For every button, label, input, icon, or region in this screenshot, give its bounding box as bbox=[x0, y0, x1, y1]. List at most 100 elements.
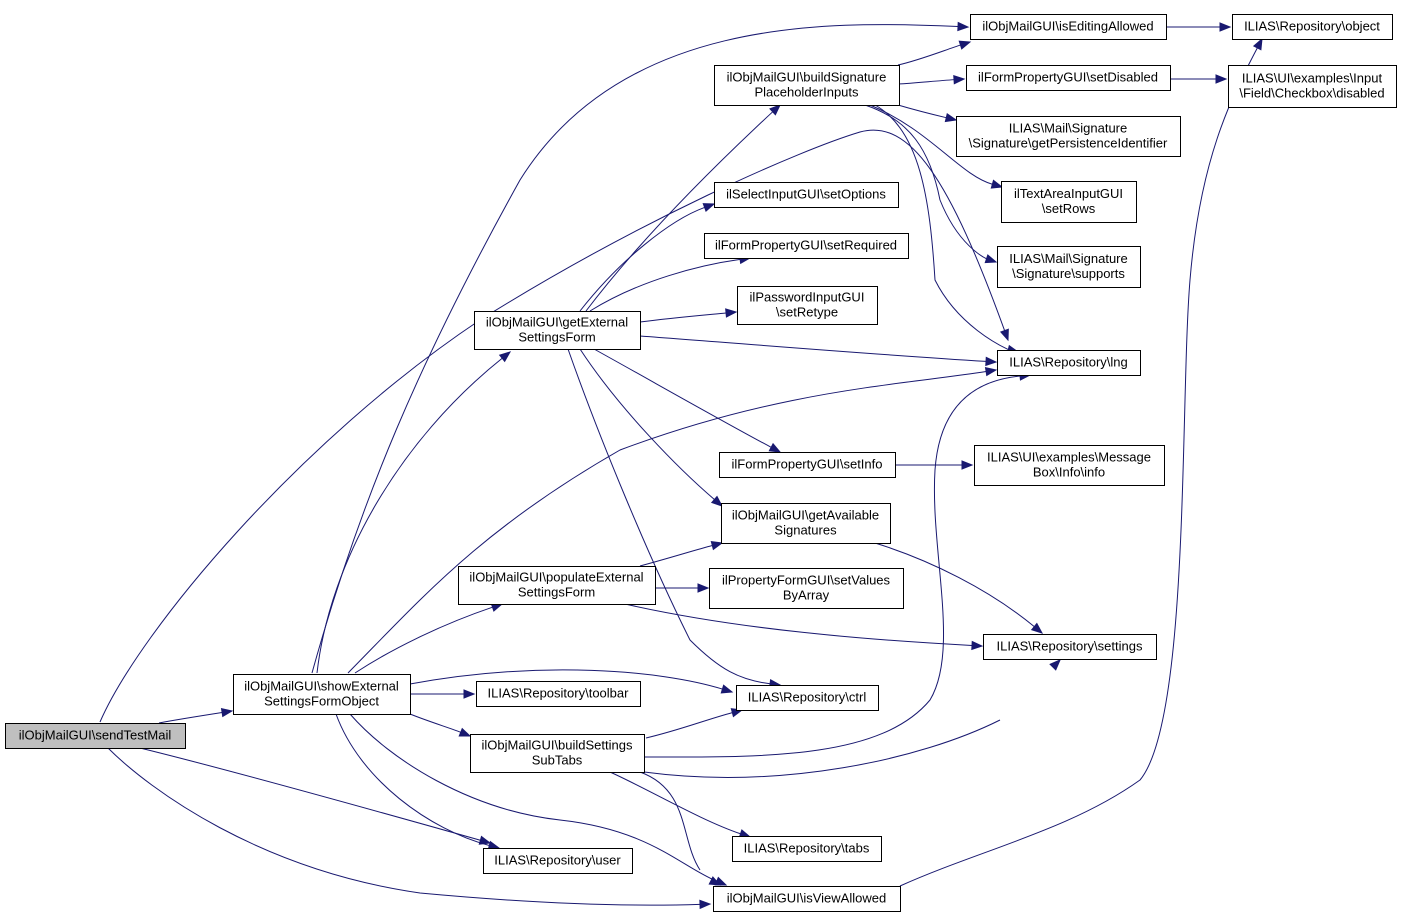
node-showExt[interactable]: ilObjMailGUI\showExternalSettingsFormObj… bbox=[233, 674, 411, 715]
node-box[interactable] bbox=[721, 503, 891, 544]
node-label: ilObjMailGUI\isEditingAllowed bbox=[982, 19, 1153, 34]
node-box[interactable] bbox=[970, 14, 1167, 40]
node-box[interactable] bbox=[1232, 14, 1393, 40]
node-box[interactable] bbox=[997, 350, 1141, 376]
node-lng[interactable]: ILIAS\Repository\lng bbox=[997, 350, 1141, 376]
edge-line bbox=[624, 603, 973, 646]
edge-isEditing-to-repoObject bbox=[1166, 22, 1232, 32]
node-repoObject[interactable]: ILIAS\Repository\object bbox=[1232, 14, 1393, 40]
edge-showExt-to-populate bbox=[354, 602, 504, 674]
node-label: ILIAS\Repository\settings bbox=[997, 639, 1143, 654]
node-label: SettingsForm bbox=[518, 585, 595, 600]
node-label: \Signature\supports bbox=[1012, 266, 1125, 281]
node-box[interactable] bbox=[737, 286, 878, 325]
node-label: ilTextAreaInputGUI bbox=[1014, 186, 1123, 201]
node-setRetype[interactable]: ilPasswordInputGUI\setRetype bbox=[737, 286, 878, 325]
edge-line bbox=[897, 44, 961, 66]
node-ctrl[interactable]: ILIAS\Repository\ctrl bbox=[736, 685, 879, 711]
node-box[interactable] bbox=[956, 116, 1181, 157]
edge-arrowhead bbox=[1252, 37, 1263, 51]
edge-setInfo-to-msgInfo bbox=[895, 460, 974, 470]
edge-arrowhead bbox=[720, 684, 734, 694]
node-setInfo[interactable]: ilFormPropertyGUI\setInfo bbox=[719, 452, 896, 478]
node-cbDisabled[interactable]: ILIAS\UI\examples\Input\Field\Checkbox\d… bbox=[1228, 65, 1397, 108]
node-box[interactable] bbox=[470, 734, 645, 773]
node-box[interactable] bbox=[709, 568, 904, 609]
node-box[interactable] bbox=[5, 723, 186, 749]
node-box[interactable] bbox=[476, 681, 641, 707]
node-label: ILIAS\Repository\ctrl bbox=[748, 690, 867, 705]
node-box[interactable] bbox=[458, 566, 656, 605]
edge-line bbox=[869, 104, 993, 185]
node-label: ILIAS\Mail\Signature bbox=[1009, 251, 1128, 266]
edge-setDisabled-to-cbDisabled bbox=[1169, 74, 1228, 84]
node-label: \Field\Checkbox\disabled bbox=[1239, 86, 1384, 101]
node-label: ilObjMailGUI\buildSignature bbox=[727, 70, 887, 85]
edge-arrowhead bbox=[220, 707, 234, 718]
node-box[interactable] bbox=[719, 452, 896, 478]
node-box[interactable] bbox=[732, 836, 882, 862]
edge-buildSig-to-getPersist bbox=[897, 104, 958, 123]
node-populate[interactable]: ilObjMailGUI\populateExternalSettingsFor… bbox=[458, 566, 656, 605]
node-box[interactable] bbox=[1228, 65, 1397, 108]
edge-arrowhead bbox=[710, 495, 724, 507]
node-setOptions[interactable]: ilSelectInputGUI\setOptions bbox=[714, 182, 899, 208]
edge-line bbox=[335, 713, 490, 846]
edge-populate-to-setValues bbox=[655, 583, 710, 593]
node-buildSig[interactable]: ilObjMailGUI\buildSignaturePlaceholderIn… bbox=[714, 65, 900, 106]
edge-line bbox=[639, 545, 713, 567]
node-label: ilFormPropertyGUI\setRequired bbox=[715, 238, 897, 253]
node-supports[interactable]: ILIAS\Mail\Signature\Signature\supports bbox=[997, 246, 1141, 288]
node-box[interactable] bbox=[704, 233, 909, 259]
node-isView[interactable]: ilObjMailGUI\isViewAllowed bbox=[713, 886, 901, 912]
edge-line bbox=[874, 104, 1009, 351]
node-isEditing[interactable]: ilObjMailGUI\isEditingAllowed bbox=[970, 14, 1167, 40]
node-getPersist[interactable]: ILIAS\Mail\Signature\Signature\getPersis… bbox=[956, 116, 1181, 157]
node-label: ilFormPropertyGUI\setDisabled bbox=[978, 70, 1158, 85]
node-setRows[interactable]: ilTextAreaInputGUI\setRows bbox=[1001, 181, 1137, 223]
node-box[interactable] bbox=[1001, 181, 1137, 223]
node-box[interactable] bbox=[974, 445, 1165, 486]
edge-arrowhead bbox=[990, 179, 1004, 189]
node-box[interactable] bbox=[983, 634, 1157, 660]
node-box[interactable] bbox=[714, 65, 900, 106]
edge-line bbox=[139, 747, 481, 841]
node-setRequired[interactable]: ilFormPropertyGUI\setRequired bbox=[704, 233, 909, 259]
node-box[interactable] bbox=[713, 886, 901, 912]
node-label: ilObjMailGUI\getAvailable bbox=[732, 508, 879, 523]
node-box[interactable] bbox=[714, 182, 899, 208]
node-label: ilObjMailGUI\showExternal bbox=[244, 679, 399, 694]
edge-line bbox=[645, 712, 733, 739]
node-box[interactable] bbox=[483, 848, 633, 874]
node-label: ilObjMailGUI\sendTestMail bbox=[19, 728, 172, 743]
node-toolbar[interactable]: ILIAS\Repository\toolbar bbox=[476, 681, 641, 707]
edge-arrowhead bbox=[498, 351, 512, 363]
node-box[interactable] bbox=[966, 65, 1171, 91]
edge-arrowhead bbox=[710, 541, 724, 551]
node-tabs[interactable]: ILIAS\Repository\tabs bbox=[732, 836, 882, 862]
node-user[interactable]: ILIAS\Repository\user bbox=[483, 848, 633, 874]
node-label: \setRetype bbox=[776, 305, 838, 320]
node-settings[interactable]: ILIAS\Repository\settings bbox=[983, 634, 1157, 660]
node-box[interactable] bbox=[474, 311, 641, 350]
node-sendTestMail[interactable]: ilObjMailGUI\sendTestMail bbox=[5, 723, 186, 749]
node-label: ilPasswordInputGUI bbox=[750, 290, 865, 305]
node-label: \Signature\getPersistenceIdentifier bbox=[969, 136, 1168, 151]
node-label: ilObjMailGUI\populateExternal bbox=[469, 570, 643, 585]
edge-arrowhead bbox=[702, 203, 716, 213]
node-box[interactable] bbox=[736, 685, 879, 711]
edge-line bbox=[585, 111, 774, 312]
edge-getAvail-to-settings bbox=[874, 542, 1044, 634]
node-setDisabled[interactable]: ilFormPropertyGUI\setDisabled bbox=[966, 65, 1171, 91]
edge-line bbox=[579, 348, 715, 500]
node-box[interactable] bbox=[997, 246, 1141, 288]
edge-showExt-to-ctrl bbox=[409, 669, 734, 694]
node-box[interactable] bbox=[233, 674, 411, 715]
edge-line bbox=[897, 79, 955, 85]
